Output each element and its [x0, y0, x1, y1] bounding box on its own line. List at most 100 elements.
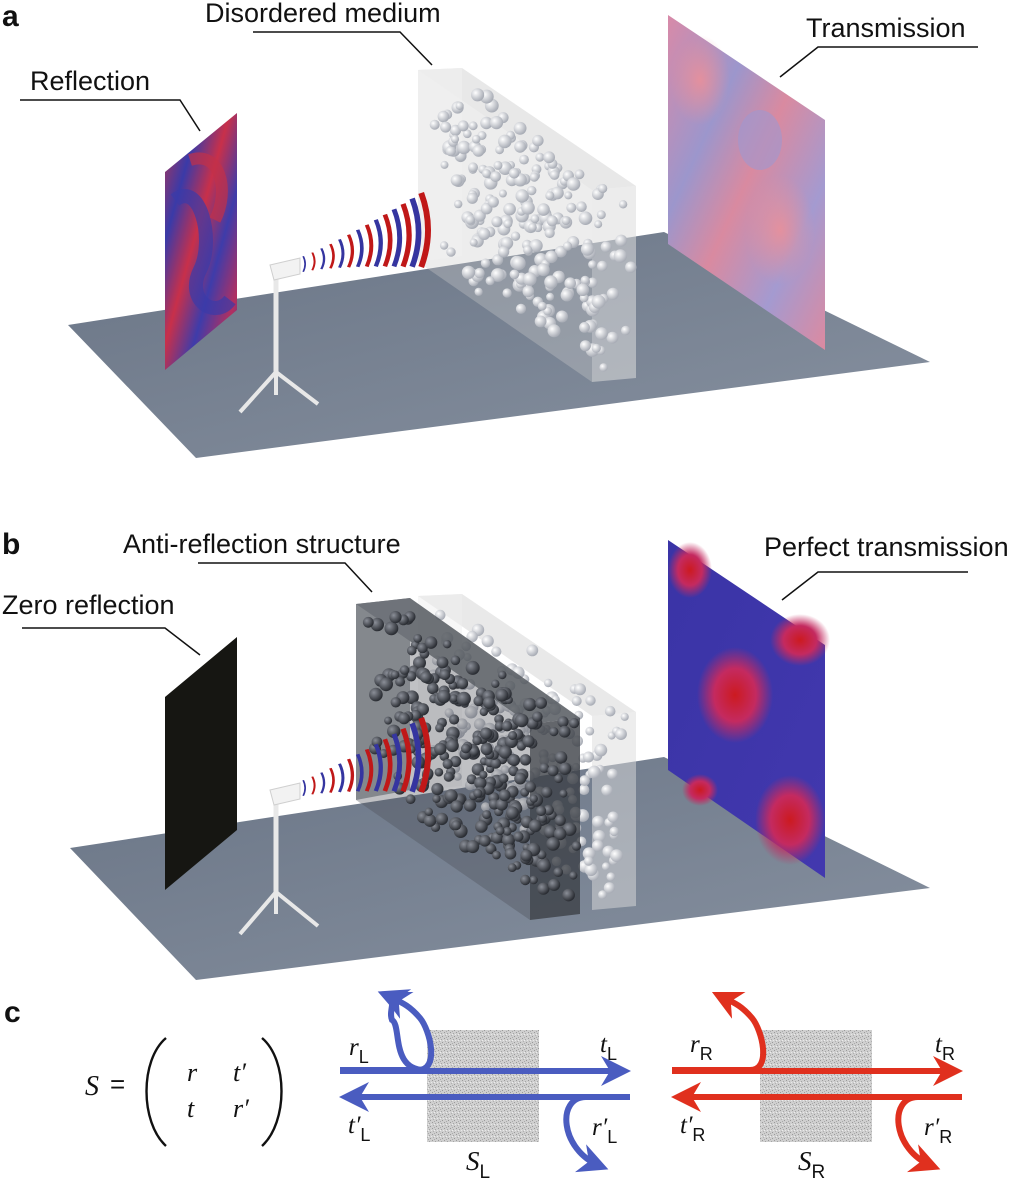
scatterer-sphere [607, 768, 618, 780]
scatterer-sphere [508, 754, 521, 767]
wavefront [418, 192, 431, 268]
wavefront [391, 733, 403, 792]
scatterer-sphere [561, 216, 571, 225]
scatterer-sphere [479, 770, 488, 779]
floor-a [68, 232, 930, 458]
scatterer-sphere [506, 806, 519, 820]
scatterer-sphere [387, 724, 401, 738]
label-t-left: tL [600, 1031, 617, 1064]
scatterer-sphere [474, 776, 487, 790]
scatterer-sphere [491, 646, 502, 657]
scatterer-sphere [543, 804, 554, 816]
matrix-left-paren [145, 1037, 167, 1147]
scatterer-sphere [398, 712, 410, 725]
scatterer-sphere [434, 742, 447, 756]
scatterer-sphere [502, 288, 512, 298]
scatterer-sphere [520, 874, 531, 886]
scatterer-sphere [479, 707, 488, 717]
scatterer-sphere [601, 862, 610, 871]
panel-a-letter: a [2, 0, 19, 33]
matrix-entry-r: r [187, 1058, 198, 1087]
scatterer-sphere [469, 238, 478, 247]
scatterer-sphere [439, 669, 451, 681]
matrix-right-paren [261, 1037, 283, 1147]
scatterer-sphere [529, 172, 539, 182]
scatterer-sphere [369, 687, 383, 702]
wavefront [355, 229, 364, 268]
scatterer-sphere [514, 140, 526, 153]
scatterer-sphere [469, 746, 479, 756]
scatterer-sphere [379, 677, 393, 692]
wavefront [364, 224, 374, 268]
scatterer-sphere [557, 716, 569, 728]
scatterer-sphere [370, 617, 384, 632]
light-source-b [238, 717, 431, 936]
scatterer-sphere [592, 830, 606, 843]
scatterer-sphere [514, 713, 529, 728]
scatterer-sphere [481, 635, 494, 648]
wavefront [400, 727, 412, 793]
wavefront [302, 780, 306, 796]
scatterer-sphere [504, 847, 517, 860]
scatterer-sphere [597, 260, 608, 272]
scatterer-sphere [523, 272, 537, 286]
scatterer-sphere [482, 810, 492, 820]
scatterer-sphere [450, 655, 461, 666]
arrow-r-right-body [672, 991, 767, 1073]
panel-c-letter: c [4, 996, 21, 1029]
scatterer-sphere [523, 697, 537, 712]
scatterer-sphere [429, 119, 440, 130]
wavefront [329, 243, 335, 269]
scatterer-sphere [511, 256, 526, 271]
label-r-prime-right: r′R [924, 1114, 952, 1147]
scatterer-sphere [427, 682, 439, 695]
scatterer-sphere [530, 214, 540, 224]
scatterer-sphere [600, 241, 612, 253]
scatterer-sphere [538, 813, 548, 823]
scatterer-sphere [598, 183, 608, 194]
scatterer-sphere [503, 219, 513, 229]
arrow-r-prime-right [895, 1094, 962, 1173]
scatterer-sphere [492, 254, 504, 266]
scatterer-sphere [450, 174, 463, 187]
panel-b-letter: b [2, 528, 20, 561]
scatterer-sphere [580, 275, 590, 285]
scatterer-sphere [471, 134, 481, 144]
scatterer-sphere [625, 261, 637, 273]
matrix-equals: = [110, 1069, 125, 1099]
scatterer-sphere [475, 820, 488, 833]
matrix-entry-t: t [187, 1094, 195, 1123]
scatterer-sphere [498, 189, 507, 198]
scatterer-sphere [407, 645, 417, 656]
wavefront [320, 248, 326, 270]
scatterer-sphere [610, 849, 623, 862]
scatterer-sphere [513, 121, 527, 135]
matrix-lhs: S [85, 1071, 99, 1102]
scatterer-sphere [413, 656, 426, 670]
label-s-left: SL [466, 1146, 490, 1183]
scatterer-sphere [443, 640, 452, 649]
scatterer-sphere [465, 660, 480, 675]
scatterer-sphere [442, 758, 453, 770]
scatterer-sphere [543, 825, 558, 839]
label-perfect-transmission: Perfect transmission [764, 532, 1009, 562]
arrow-r-prime-left [563, 1094, 630, 1173]
scatterer-sphere [613, 249, 628, 263]
scatterer-sphere [585, 695, 596, 706]
scatterer-sphere [523, 245, 533, 255]
scatterer-sphere [362, 616, 374, 628]
scatterer-sphere [559, 789, 568, 798]
scatterer-sphere [609, 826, 619, 837]
scatterer-sphere [500, 765, 510, 774]
scatterer-sphere [473, 788, 483, 798]
scatterer-sphere [562, 888, 575, 902]
label-r-right: rR [690, 1031, 713, 1064]
scatterer-sphere [384, 716, 393, 725]
scatterer-sphere [569, 871, 578, 880]
scatterer-sphere [558, 725, 571, 738]
scatterer-sphere [420, 671, 432, 684]
scatterer-sphere [599, 363, 608, 372]
wavefront [338, 763, 345, 793]
scatterer-sphere [615, 728, 627, 740]
